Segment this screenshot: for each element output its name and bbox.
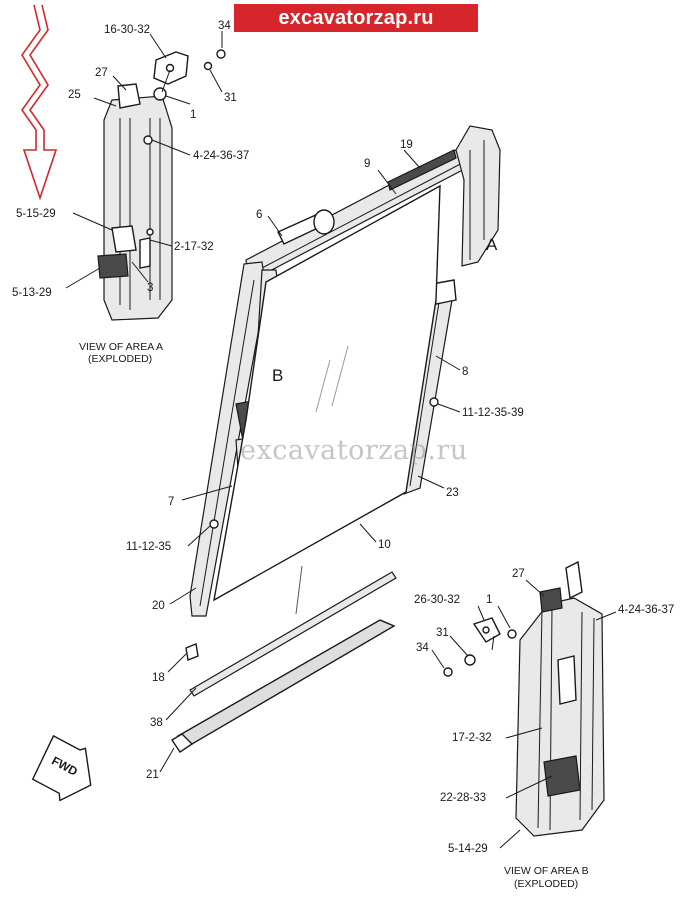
- view-a-caption-line2: (EXPLODED): [88, 353, 152, 365]
- callout-11-12-35: 11-12-35: [126, 541, 171, 553]
- callout-5-15-29: 5-15-29: [16, 208, 56, 220]
- callout-4-24-36-37-a: 4-24-36-37: [193, 150, 249, 162]
- callout-6: 6: [256, 209, 262, 221]
- callout-5-13-29: 5-13-29: [12, 287, 52, 299]
- callout-11-12-35-39: 11-12-35-39: [462, 407, 524, 419]
- callout-3: 3: [147, 282, 153, 294]
- callout-8: 8: [462, 366, 468, 378]
- callout-10: 10: [378, 539, 391, 551]
- callout-5-14-29: 5-14-29: [448, 843, 488, 855]
- area-label-b: B: [272, 366, 283, 385]
- callout-labels: 16-30-32 34 27 25 31 1 4-24-36-37 19 9 6…: [12, 20, 674, 890]
- callout-2-17-32: 2-17-32: [174, 241, 214, 253]
- callout-25: 25: [68, 89, 81, 101]
- view-a-caption-line1: VIEW OF AREA A: [79, 341, 163, 353]
- callout-31-b: 31: [436, 627, 449, 639]
- callout-38: 38: [150, 717, 163, 729]
- callout-1-b: 1: [486, 594, 492, 606]
- callout-31-a: 31: [224, 92, 237, 104]
- window-frame-drawing: [171, 125, 501, 753]
- view-area-b-drawing: [443, 560, 605, 837]
- callout-19: 19: [400, 139, 413, 151]
- view-area-a-drawing: [97, 49, 226, 321]
- callout-7: 7: [168, 496, 174, 508]
- view-b-caption-line2: (EXPLODED): [514, 878, 578, 890]
- callout-23: 23: [446, 487, 459, 499]
- callout-34-a: 34: [218, 20, 231, 32]
- watermark: excavatorzap.ru: [240, 435, 468, 466]
- callout-34-b: 34: [416, 642, 429, 654]
- red-down-arrow-icon: [21, 4, 58, 201]
- callout-18: 18: [152, 672, 165, 684]
- view-b-caption-line1: VIEW OF AREA B: [504, 865, 589, 877]
- callout-20: 20: [152, 600, 165, 612]
- callout-17-2-32: 17-2-32: [452, 732, 492, 744]
- area-label-a: A: [486, 235, 498, 254]
- callout-1-a: 1: [190, 109, 196, 121]
- site-banner-text: excavatorzap.ru: [278, 7, 434, 29]
- callout-9: 9: [364, 158, 370, 170]
- callout-21: 21: [146, 769, 159, 781]
- callout-4-24-36-37-b: 4-24-36-37: [618, 604, 674, 616]
- callout-22-28-33: 22-28-33: [440, 792, 486, 804]
- site-banner: excavatorzap.ru: [234, 4, 478, 32]
- callout-27-a: 27: [95, 67, 108, 79]
- callout-16-30-32: 16-30-32: [104, 24, 150, 36]
- callout-26-30-32: 26-30-32: [414, 594, 460, 606]
- callout-27-b: 27: [512, 568, 525, 580]
- forward-arrow-icon: [31, 734, 92, 802]
- leader-lines: [65, 31, 617, 849]
